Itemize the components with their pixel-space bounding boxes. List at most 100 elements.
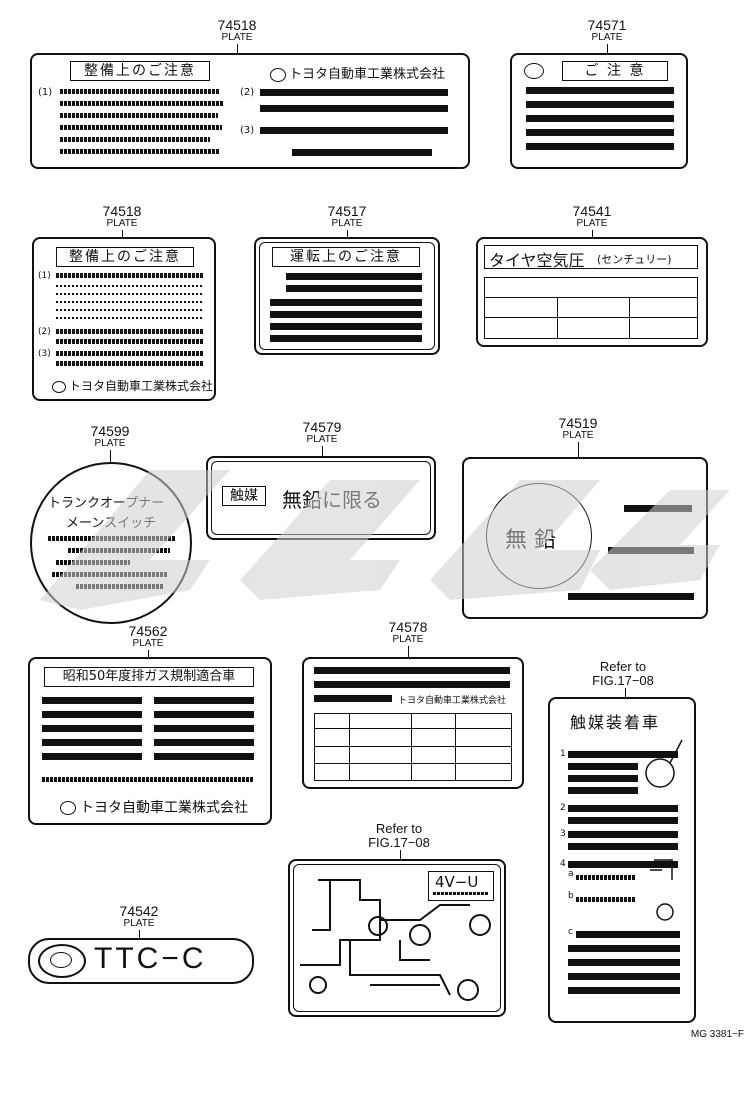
text-line [568, 973, 680, 980]
callout-74599: 74599 PLATE [80, 424, 140, 449]
text-line [60, 125, 222, 130]
text-line [568, 805, 678, 812]
callout-74542: 74542 PLATE [109, 904, 169, 929]
text-line [568, 817, 678, 824]
part-number: 74541 [572, 203, 612, 219]
plate-label: PLATE [306, 434, 338, 445]
text-line [286, 285, 422, 292]
item-number: 2 [560, 803, 566, 813]
text-line [526, 129, 674, 136]
leader-line [122, 230, 123, 238]
gauge-pipe [669, 739, 683, 764]
table-rule [455, 714, 456, 780]
plate-title: タイヤ空気圧 [489, 251, 585, 270]
leader-line [322, 446, 323, 456]
plate-label: PLATE [123, 918, 155, 929]
callout-74517: 74517 PLATE [317, 204, 377, 229]
item-number: 1 [560, 749, 566, 759]
table-rule [315, 763, 511, 764]
plate-label: PLATE [106, 218, 138, 229]
part-number: 74571 [587, 17, 627, 33]
refer-note-center[interactable]: Refer to FIG.17−08 [362, 822, 436, 850]
item-number: 4 [560, 859, 566, 869]
dotted-line [56, 317, 204, 319]
text-line [433, 892, 489, 895]
company-text: トヨタ自動車工業株式会社 [69, 379, 214, 393]
text-line [568, 831, 678, 838]
refer-line-2: FIG.17−08 [368, 835, 430, 850]
item-number: (2) [38, 327, 51, 337]
plate-label: PLATE [562, 430, 594, 441]
part-number: 74599 [90, 423, 130, 439]
text-line [270, 335, 422, 342]
text-line [568, 843, 678, 850]
dotted-line [56, 309, 204, 311]
part-number: 74578 [388, 619, 428, 635]
refer-note-right[interactable]: Refer to FIG.17−08 [586, 660, 660, 688]
text-line [56, 329, 204, 334]
callout-74578: 74578 PLATE [378, 620, 438, 645]
plate-label: PLATE [132, 638, 164, 649]
company-text: トヨタ自動車工業株式会社 [289, 67, 446, 82]
callout-74562: 74562 PLATE [118, 624, 178, 649]
text-line [314, 695, 392, 702]
text-line [568, 751, 678, 758]
text-line [42, 711, 142, 718]
parts-icon [656, 903, 674, 921]
figure-code: MG 3381−F [690, 1029, 744, 1040]
text-line [526, 115, 674, 122]
dotted-line [56, 301, 204, 303]
dotted-line [56, 285, 204, 287]
callout-74579: 74579 PLATE [292, 420, 352, 445]
model-code: 4V−U [435, 873, 479, 891]
plate-74562: 昭和50年度排ガス規制適合車 トヨタ自動車工業株式会社 [28, 657, 272, 825]
toyota-logo-icon [60, 801, 76, 815]
company-name: トヨタ自動車工業株式会社 [60, 797, 248, 817]
callout-74518-top: 74518 PLATE [207, 18, 267, 43]
part-number: 74542 [119, 903, 159, 919]
item-number: (1) [38, 87, 53, 98]
catalyst-pictograms [645, 739, 683, 921]
text-line [270, 299, 422, 306]
toyota-emblem-icon [38, 944, 86, 978]
plate-74571: ご 注 意 [510, 53, 688, 169]
leader-line [625, 688, 626, 698]
item-number: (1) [38, 271, 51, 281]
leader-line [578, 442, 579, 458]
plate-74517: 運転上のご注意 [254, 237, 440, 355]
company-name: トヨタ自動車工業株式会社 [270, 63, 445, 82]
item-number: (2) [240, 87, 255, 98]
text-line [526, 87, 674, 94]
plate-74578: トヨタ自動車工業株式会社 [302, 657, 524, 789]
callout-74518-small: 74518 PLATE [92, 204, 152, 229]
callout-74541: 74541 PLATE [562, 204, 622, 229]
text-line [576, 897, 636, 902]
table-rule [315, 746, 511, 747]
text-line [270, 323, 422, 330]
text-line [42, 697, 142, 704]
plate-74541: タイヤ空気圧 (センチュリー) [476, 237, 708, 347]
part-number: 74519 [558, 415, 598, 431]
plate-74518-wide: 整備上のご注意 トヨタ自動車工業株式会社 (1) (2) (3) [30, 53, 470, 169]
text-line [56, 273, 204, 278]
plate-label: PLATE [576, 218, 608, 229]
text-line [56, 339, 204, 344]
part-number: 74518 [217, 17, 257, 33]
model-name: (センチュリー) [597, 253, 672, 266]
item-letter: b [568, 891, 574, 901]
part-number: 74518 [102, 203, 142, 219]
table-rule [485, 317, 697, 318]
callout-74571: 74571 PLATE [577, 18, 637, 43]
text-line [56, 361, 204, 366]
company-name: トヨタ自動車工業株式会社 [398, 696, 507, 706]
text-line [568, 861, 678, 868]
model-box: 4V−U [428, 871, 494, 901]
text-line [154, 697, 254, 704]
table-rule [411, 714, 412, 780]
tire-title-box: タイヤ空気圧 (センチュリー) [484, 245, 698, 270]
company-text: トヨタ自動車工業株式会社 [80, 800, 248, 816]
text-line [260, 127, 448, 134]
watermark-logo [40, 470, 730, 610]
text-line [56, 351, 204, 356]
item-number: (3) [240, 125, 255, 136]
